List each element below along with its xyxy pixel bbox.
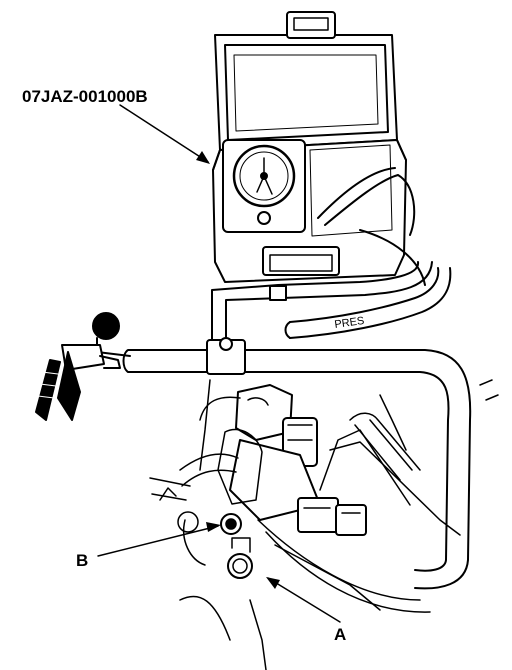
pressure-tester-case: [212, 11, 407, 283]
main-hose: [122, 337, 472, 590]
callout-a: A: [334, 625, 346, 644]
callout-a-arrow-icon: [266, 577, 280, 589]
callout-b-arrow-icon: [206, 522, 221, 532]
callout-b-leader: [97, 525, 219, 557]
callout-b: B: [76, 551, 88, 570]
engine-components: [149, 379, 499, 670]
part-number-arrow-icon: [196, 151, 210, 164]
stored-hose: [317, 167, 426, 286]
gauge-hose: [211, 261, 433, 341]
pres-marking: PRES: [334, 315, 365, 331]
pres-hose: [284, 267, 452, 339]
hand-pump: [35, 312, 131, 421]
leader-lines: [97, 104, 341, 623]
part-number-leader: [119, 104, 209, 163]
callout-a-leader: [267, 577, 341, 623]
tool-part-number: 07JAZ-001000B: [22, 87, 148, 106]
leader-arrowheads: [196, 151, 280, 589]
